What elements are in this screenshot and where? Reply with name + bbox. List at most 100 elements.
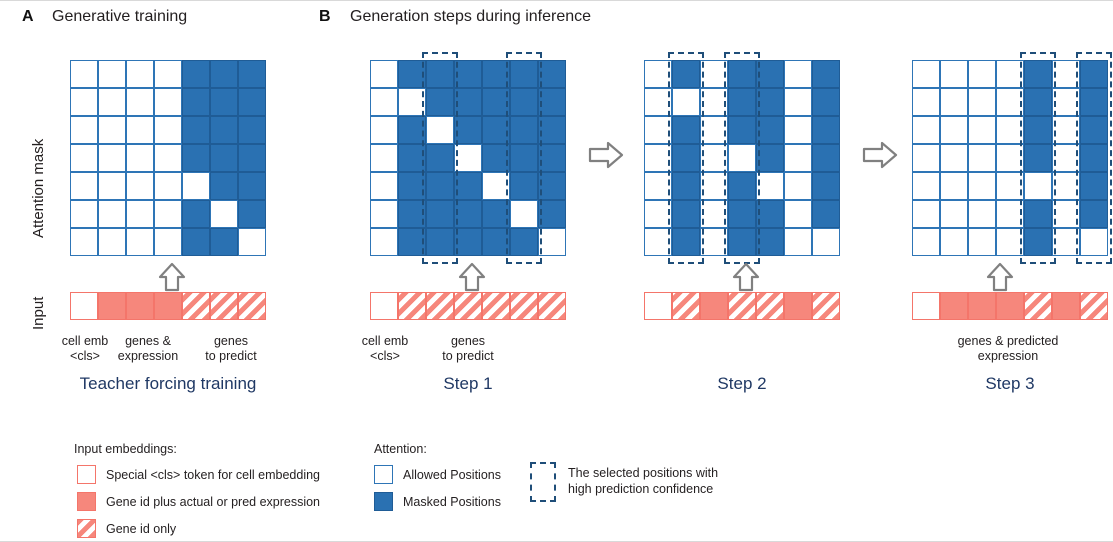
- step-1-mask-cell-r6-c1: [398, 228, 426, 256]
- attention-mask-grid-step-2: [644, 60, 840, 256]
- caption-line: to predict: [442, 349, 494, 363]
- step-2-mask-cell-r4-c3: [728, 172, 756, 200]
- step-3-mask-cell-r5-c6: [1080, 200, 1108, 228]
- step-3-mask-cell-r0-c3: [996, 60, 1024, 88]
- panel-a-mask-cell-r4-c6: [238, 172, 266, 200]
- step-3-mask-cell-r5-c3: [996, 200, 1024, 228]
- legend-item-solid-token: Gene id plus actual or pred expression: [77, 492, 320, 511]
- attention-mask-grid-step-3: [912, 60, 1108, 256]
- step-1-input-token-2-hatch: [426, 292, 454, 320]
- panel-a-mask-cell-r1-c6: [238, 88, 266, 116]
- caption-line: genes: [213, 334, 249, 348]
- step-3-mask-cell-r6-c5: [1052, 228, 1080, 256]
- step-3-mask-cell-r2-c2: [968, 116, 996, 144]
- step-1-mask-cell-r2-c3: [454, 116, 482, 144]
- caption-line: <cls>: [70, 349, 100, 363]
- caption-line: genes & predicted: [957, 334, 1059, 348]
- step-3-mask-cell-r1-c1: [940, 88, 968, 116]
- up-arrow-step-2: [732, 262, 760, 297]
- step-1-mask-cell-r5-c5: [510, 200, 538, 228]
- panel-a-mask-cell-r4-c5: [210, 172, 238, 200]
- panel-a-mask-cell-r6-c0: [70, 228, 98, 256]
- step-2-input-token-6-hatch: [812, 292, 840, 320]
- step-2-mask-cell-r4-c4: [756, 172, 784, 200]
- step-1-mask-cell-r2-c6: [538, 116, 566, 144]
- step-3-mask-cell-r1-c6: [1080, 88, 1108, 116]
- step-1-mask-cell-r6-c2: [426, 228, 454, 256]
- caption-line: cell emb: [61, 334, 109, 348]
- legend-label-line: The selected positions with: [568, 466, 719, 480]
- step-3-mask-cell-r2-c5: [1052, 116, 1080, 144]
- step-1-input-token-4-hatch: [482, 292, 510, 320]
- step-title-step-3: Step 3: [985, 374, 1035, 393]
- step-2-mask-cell-r6-c6: [812, 228, 840, 256]
- allowed-position-swatch: [374, 465, 393, 484]
- step-1-mask-cell-r1-c6: [538, 88, 566, 116]
- step-2-mask-cell-r1-c3: [728, 88, 756, 116]
- panel-a-input-token-6-hatch: [238, 292, 266, 320]
- up-arrow-step-3: [986, 262, 1014, 297]
- step-2-mask-cell-r3-c3: [728, 144, 756, 172]
- panel-a-input-token-0-cls: [70, 292, 98, 320]
- step-2-mask-cell-r5-c0: [644, 200, 672, 228]
- step-3-input-token-6-hatch: [1080, 292, 1108, 320]
- step-1-mask-cell-r0-c4: [482, 60, 510, 88]
- step-2-mask-cell-r3-c4: [756, 144, 784, 172]
- step-2-mask-cell-r0-c0: [644, 60, 672, 88]
- step-1-mask-cell-r1-c3: [454, 88, 482, 116]
- panel-a-mask-cell-r2-c6: [238, 116, 266, 144]
- panel-b-title: Generation steps during inference: [350, 8, 592, 25]
- step-2-input-token-3-hatch: [728, 292, 756, 320]
- panel-a-mask-cell-r0-c6: [238, 60, 266, 88]
- transition-arrow-1: [588, 140, 624, 175]
- step-1-mask-cell-r4-c0: [370, 172, 398, 200]
- legend-item-masked-positions: Masked Positions: [374, 492, 501, 511]
- panel-a-mask-cell-r6-c3: [154, 228, 182, 256]
- input-token-strip-step-2: [644, 292, 840, 320]
- step-2-mask-cell-r4-c0: [644, 172, 672, 200]
- panel-a-mask-cell-r3-c4: [182, 144, 210, 172]
- step-3-mask-cell-r3-c2: [968, 144, 996, 172]
- legend-label: Gene id only: [106, 521, 177, 536]
- step-2-mask-cell-r6-c1: [672, 228, 700, 256]
- legend-item-hatch-token: Gene id only: [77, 519, 176, 538]
- panel-a-mask-cell-r5-c2: [126, 200, 154, 228]
- caption-line: <cls>: [370, 349, 400, 363]
- panel-a-mask-cell-r6-c2: [126, 228, 154, 256]
- step-1-mask-cell-r5-c4: [482, 200, 510, 228]
- step-2-mask-cell-r5-c3: [728, 200, 756, 228]
- panel-a-letter: A: [22, 8, 34, 25]
- step-2-mask-cell-r4-c5: [784, 172, 812, 200]
- step-3-input-token-1-solid: [940, 292, 968, 320]
- panel-a-mask-cell-r5-c6: [238, 200, 266, 228]
- step-1-mask-cell-r2-c4: [482, 116, 510, 144]
- step-2-mask-cell-r0-c6: [812, 60, 840, 88]
- step-1-mask-cell-r4-c2: [426, 172, 454, 200]
- step-2-mask-cell-r1-c4: [756, 88, 784, 116]
- step-1-mask-cell-r3-c6: [538, 144, 566, 172]
- step-1-input-token-1-hatch: [398, 292, 426, 320]
- caption-cell-emb-panel-a: cell emb <cls>: [50, 334, 120, 364]
- step-2-mask-cell-r6-c5: [784, 228, 812, 256]
- step-2-mask-cell-r4-c6: [812, 172, 840, 200]
- step-3-mask-cell-r2-c3: [996, 116, 1024, 144]
- step-2-mask-cell-r6-c2: [700, 228, 728, 256]
- axis-label-attention-mask: Attention mask: [30, 138, 47, 238]
- step-3-mask-cell-r6-c6: [1080, 228, 1108, 256]
- step-1-input-token-0-cls: [370, 292, 398, 320]
- panel-a-mask-cell-r1-c5: [210, 88, 238, 116]
- step-1-mask-cell-r2-c0: [370, 116, 398, 144]
- step-2-mask-cell-r3-c5: [784, 144, 812, 172]
- step-3-mask-cell-r4-c2: [968, 172, 996, 200]
- panel-a-mask-cell-r2-c0: [70, 116, 98, 144]
- step-1-mask-cell-r0-c5: [510, 60, 538, 88]
- hatch-token-swatch: [77, 519, 96, 538]
- step-1-mask-cell-r0-c1: [398, 60, 426, 88]
- step-2-mask-cell-r4-c1: [672, 172, 700, 200]
- step-2-mask-cell-r3-c1: [672, 144, 700, 172]
- step-3-mask-cell-r2-c6: [1080, 116, 1108, 144]
- step-1-mask-cell-r6-c0: [370, 228, 398, 256]
- step-3-mask-cell-r4-c6: [1080, 172, 1108, 200]
- step-3-mask-cell-r0-c6: [1080, 60, 1108, 88]
- step-1-mask-cell-r4-c4: [482, 172, 510, 200]
